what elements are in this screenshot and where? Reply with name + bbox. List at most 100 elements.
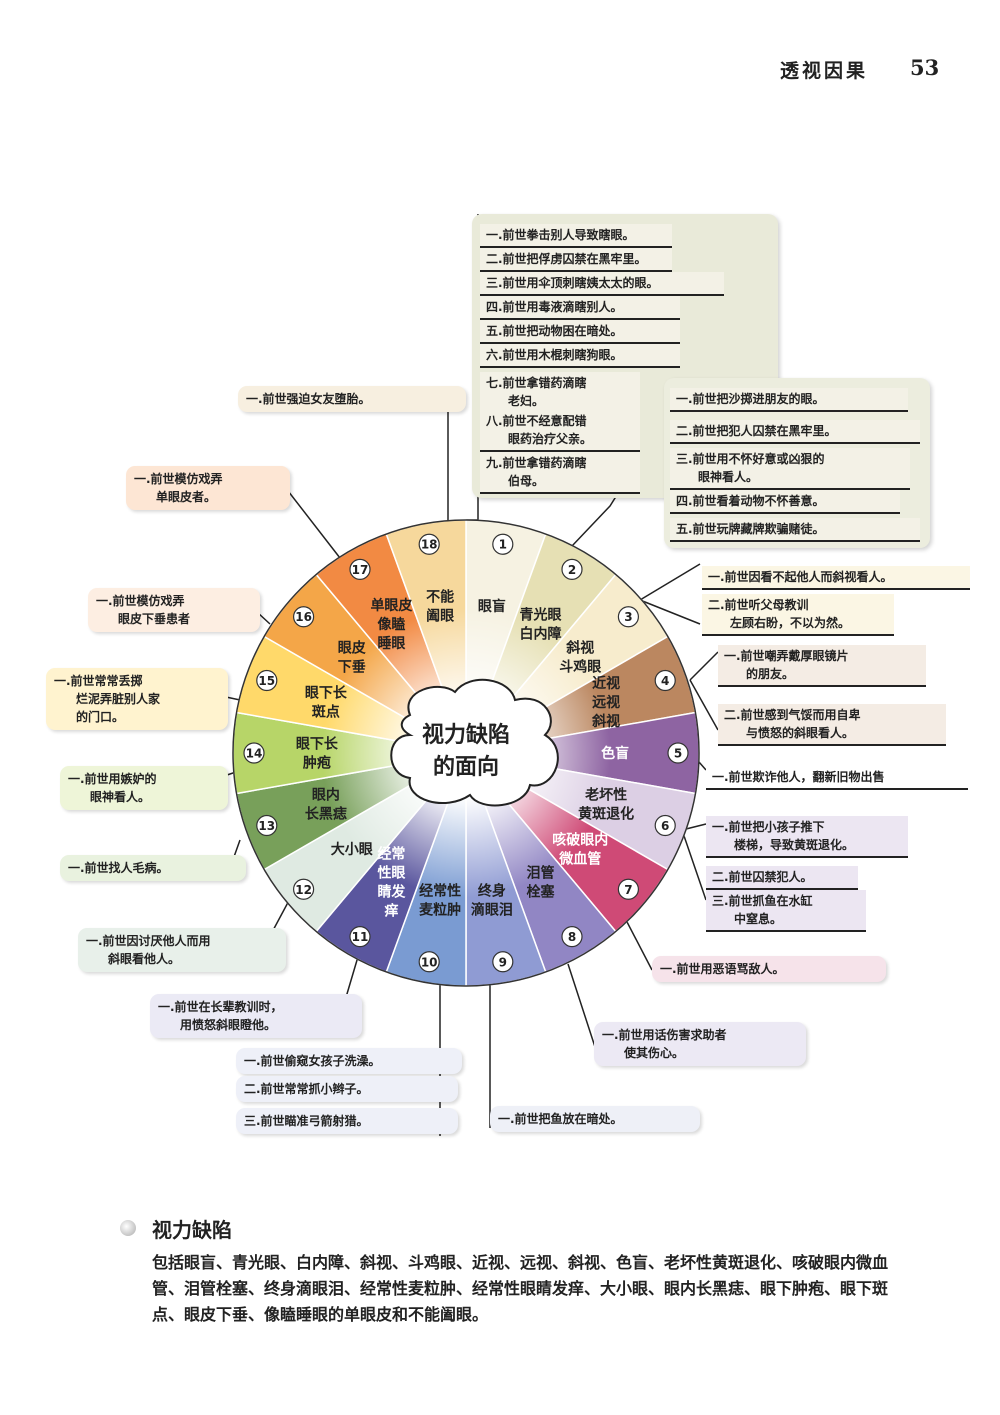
cause-note: 二.前世听父母教训左顾右盼，不以为然。 (702, 594, 894, 636)
sector-label-line: 睡眼 (377, 636, 405, 652)
cause-note-line: 烂泥弄脏别人家 (76, 692, 161, 706)
cause-note-line: 三.前世用不怀好意或凶狠的 (676, 452, 825, 466)
sector-label-line: 肿疱 (303, 755, 331, 772)
cause-note-line: 与愤怒的斜眼看人。 (746, 726, 855, 740)
cause-note-line: 一.前世拳击别人导致瞎眼。 (486, 228, 635, 242)
cause-note-line: 一.前世把小孩子推下 (712, 820, 825, 834)
sector-number: 11 (352, 930, 369, 944)
cause-note-line: 眼药治疗父亲。 (508, 432, 593, 446)
section-body: 包括眼盲、青光眼、白内障、斜视、斗鸡眼、近视、远视、斜视、色盲、老坏性黄斑退化、… (152, 1253, 889, 1324)
sector-label-line: 咳破眼内 (552, 831, 608, 848)
cause-note-line: 一.前世在长辈教训时， (158, 1000, 283, 1014)
cause-note: 二.前世把俘虏囚禁在黑牢里。 (480, 248, 672, 272)
cause-note: 五.前世把动物困在暗处。 (480, 320, 680, 344)
cause-note: 八.前世不经意配错眼药治疗父亲。 (480, 410, 640, 452)
sector-label-line: 经常性 (419, 882, 461, 899)
sector-number-badge (617, 606, 640, 628)
connector-line (639, 563, 701, 601)
sector-label-line: 黄斑退化 (578, 806, 634, 823)
sector-label-line: 眼下长 (296, 736, 339, 753)
connector-line (689, 651, 719, 681)
cause-note-line: 四.前世看着动物不怀善意。 (676, 494, 825, 508)
sector-label-line: 下垂 (338, 659, 366, 676)
cause-note: 一.前世在长辈教训时， 用愤怒斜眼瞪他。 (150, 994, 362, 1038)
sector-label-line: 斑点 (312, 703, 340, 720)
wheel-rim (232, 519, 700, 987)
cause-note-line: 一.前世因讨厌他人而用 (86, 934, 211, 948)
cause-note-line: 三.前世瞄准弓箭射猎。 (244, 1114, 369, 1128)
sector-label-line: 长黑痣 (305, 806, 347, 823)
sector-label-line: 终身 (478, 882, 506, 899)
sector-number-badge (667, 742, 689, 764)
cause-note-line: 二.前世常常抓小辫子。 (244, 1082, 369, 1096)
cause-note-line: 眼皮下垂患者 (118, 612, 191, 626)
sector-label: 大小眼 (331, 841, 373, 858)
sector-label: 咳破眼内微血管 (552, 831, 608, 867)
center-title-line: 视力缺陷 (422, 722, 510, 748)
sector-label: 眼盲 (478, 598, 506, 615)
sector-label-line: 眼下长 (305, 684, 348, 701)
cause-note-line: 一.前世强迫女友堕胎。 (246, 392, 371, 406)
sector-label-line: 大小眼 (331, 841, 373, 858)
sector-number: 13 (258, 819, 275, 833)
sector-number-badge (654, 669, 676, 692)
cause-note: 一.前世嘲弄戴厚眼镜片的朋友。 (718, 645, 926, 687)
cause-note-line: 的门口。 (76, 710, 125, 724)
sector-label: 老坏性黄斑退化 (578, 787, 634, 823)
cause-note: 三.前世瞄准弓箭射猎。 (236, 1108, 458, 1134)
sector-label: 色盲 (601, 745, 629, 762)
cause-note: 一.前世用话伤害求助者使其伤心。 (594, 1022, 806, 1066)
cause-note: 一.前世常常丢掷烂泥弄脏别人家的门口。 (46, 668, 228, 730)
sector-label-line: 不能 (426, 589, 454, 606)
cause-note-line: 一.前世找人毛病。 (68, 861, 169, 875)
cause-note: 一.前世欺诈他人，翻新旧物出售 (706, 766, 968, 790)
cause-note: 一.前世把鱼放在暗处。 (490, 1106, 700, 1132)
cause-note: 五.前世玩牌藏牌欺骗赌徒。 (670, 518, 920, 542)
cause-note: 三.前世用伞顶刺瞎姨太太的眼。 (480, 272, 724, 296)
sector-label-line: 经常 (377, 846, 405, 863)
sector-label: 不能阖眼 (426, 589, 454, 625)
sector-label-line: 泪管 (527, 865, 555, 882)
sector-number-badge (492, 951, 514, 973)
sector-number: 7 (624, 883, 632, 897)
cause-note-line: 二.前世感到气馁而用自卑 (724, 708, 861, 722)
cause-note-line: 伯母。 (508, 474, 545, 488)
sector-label-line: 眼盲 (478, 598, 506, 615)
cause-note-line: 一.前世常常丢掷 (54, 674, 143, 688)
sector-label-line: 微血管 (558, 850, 601, 867)
sector-number-badge (418, 951, 440, 973)
sector-number-badge (617, 878, 640, 900)
cause-note: 一.前世用嫉妒的眼神看人。 (60, 766, 228, 810)
connector-line (698, 761, 707, 771)
sector-label-line: 远视 (592, 694, 620, 711)
cause-note-line: 用愤怒斜眼瞪他。 (180, 1018, 277, 1032)
sector-number: 10 (421, 955, 438, 969)
sector-number-badge (256, 814, 278, 837)
sector-number-badge (561, 925, 583, 948)
sector-label-line: 眼内 (312, 787, 340, 804)
sector-number-badge (418, 533, 440, 555)
sector-label-line: 栓塞 (527, 884, 556, 901)
center-title-line: 的面向 (433, 754, 499, 780)
cause-note-line: 五.前世把动物困在暗处。 (486, 324, 623, 338)
sector-label: 泪管栓塞 (527, 865, 556, 901)
sector-label-line: 单眼皮 (370, 597, 412, 614)
cause-note-line: 使其伤心。 (624, 1046, 685, 1060)
cause-note: 四.前世用毒液滴瞎别人。 (480, 296, 680, 320)
cause-note: 二.前世囚禁犯人。 (706, 866, 858, 890)
sector-number: 3 (624, 610, 632, 624)
cause-note-line: 眼神看人。 (698, 470, 759, 484)
cause-note: 一.前世把小孩子推下楼梯，导致黄斑退化。 (706, 816, 908, 858)
cause-note-line: 一.前世模仿戏弄 (96, 594, 185, 608)
cause-note-line: 二.前世听父母教训 (708, 598, 809, 612)
cause-note: 七.前世拿错药滴瞎老妇。 (480, 372, 640, 414)
cause-note: 一.前世把沙掷进朋友的眼。 (670, 388, 908, 412)
cause-note-line: 的朋友。 (746, 667, 795, 681)
cause-note-line: 二.前世把犯人囚禁在黑牢里。 (676, 424, 837, 438)
cause-note-line: 一.前世嘲弄戴厚眼镜片 (724, 649, 849, 663)
cause-note: 九.前世拿错药滴瞎伯母。 (480, 452, 640, 494)
cause-note-line: 一.前世欺诈他人，翻新旧物出售 (712, 770, 885, 784)
